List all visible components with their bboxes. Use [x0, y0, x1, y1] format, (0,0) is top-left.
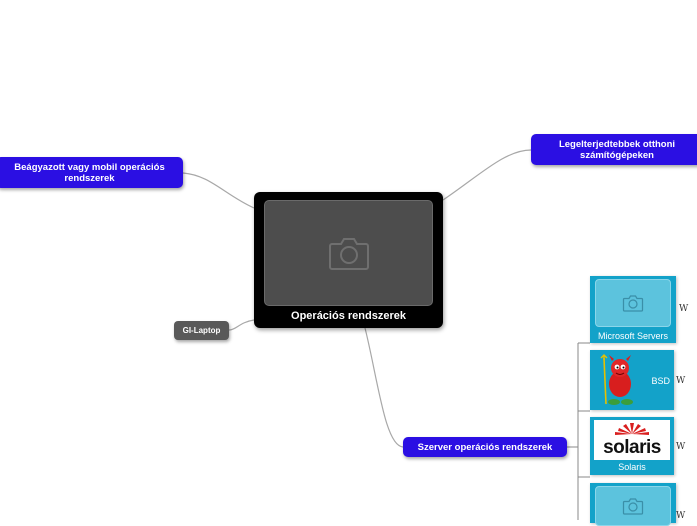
server-item-unnamed[interactable]: [590, 483, 676, 526]
server-item-microsoft[interactable]: Microsoft Servers: [590, 276, 676, 343]
server-item-label: Solaris: [618, 462, 646, 472]
topic-gi-laptop[interactable]: GI-Laptop: [174, 321, 229, 340]
camera-icon: [622, 295, 644, 312]
camera-icon: [328, 238, 369, 270]
bsd-daemon-icon: [600, 354, 633, 405]
solaris-logo: solaris: [594, 420, 670, 460]
wikipedia-link[interactable]: W: [679, 304, 689, 314]
server-item-bsd[interactable]: BSD: [590, 350, 674, 410]
camera-icon: [622, 498, 644, 515]
solaris-wordmark: solaris: [603, 437, 661, 458]
image-placeholder: [595, 279, 671, 327]
central-label: Operációs rendszerek: [291, 310, 406, 322]
wikipedia-link[interactable]: W: [676, 376, 686, 386]
server-item-solaris[interactable]: solaris Solaris: [590, 417, 674, 475]
server-item-label: Microsoft Servers: [597, 331, 668, 341]
sun-rays-icon: [615, 423, 649, 435]
server-item-label: BSD: [651, 376, 670, 386]
topic-server-os[interactable]: Szerver operációs rendszerek: [403, 437, 567, 457]
central-image-placeholder: [264, 200, 433, 306]
wikipedia-link[interactable]: W: [676, 442, 686, 452]
central-node[interactable]: Operációs rendszerek: [254, 192, 443, 328]
wikipedia-link[interactable]: W: [676, 511, 686, 521]
topic-home-computers[interactable]: Legelterjedtebbek otthoni számítógépeken: [531, 134, 697, 165]
image-placeholder: [595, 486, 671, 526]
topic-embedded-mobile[interactable]: Beágyazott vagy mobil operációs rendszer…: [0, 157, 183, 188]
